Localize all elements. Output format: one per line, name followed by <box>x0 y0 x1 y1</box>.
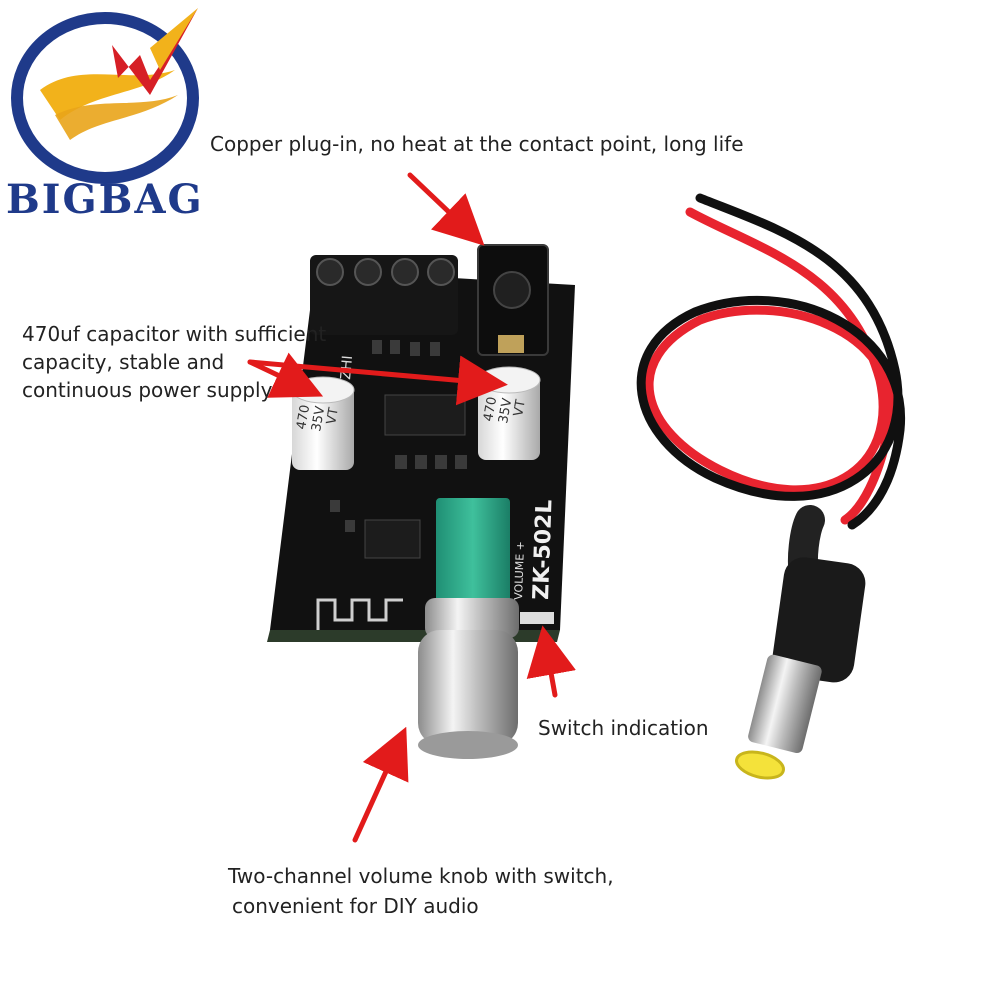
switch-indicator-led <box>520 612 554 624</box>
screw-terminal-block <box>310 255 458 335</box>
arrow-volume-knob <box>352 726 409 843</box>
arrow-capacitor-right <box>247 355 508 406</box>
brand-fragment: ZHI <box>338 355 356 381</box>
dc-socket <box>477 244 549 356</box>
logo-wordmark: BIGBAG <box>6 176 204 223</box>
caption-volume-knob-line-2: convenient for DIY audio <box>232 894 479 918</box>
antenna-trace <box>316 598 403 630</box>
caption-volume-knob-line-1: Two-channel volume knob with switch, <box>228 864 614 888</box>
amplifier-chip <box>384 394 466 436</box>
annotation-arrows <box>247 172 576 843</box>
dc-power-cable <box>636 193 906 780</box>
capacitor-left-value: 470 <box>294 404 313 431</box>
caption-copper-plug: Copper plug-in, no heat at the contact p… <box>210 132 744 156</box>
model-label: ZK-502L <box>529 499 557 600</box>
volume-label: VOLUME + <box>512 541 527 600</box>
potentiometer-body <box>436 498 510 603</box>
arrow-capacitor-left <box>247 352 324 398</box>
volume-knob <box>418 598 519 759</box>
capacitor-right-series: VT <box>511 398 529 417</box>
arrow-switch-indication <box>526 625 576 698</box>
bluetooth-chip <box>364 519 421 559</box>
capacitor-left-voltage: 35V <box>309 405 328 433</box>
smd-components <box>330 340 467 532</box>
caption-capacitor-line-3: continuous power supply <box>22 378 273 402</box>
capacitor-left-series: VT <box>324 406 342 425</box>
bigbag-logo <box>11 8 199 184</box>
caption-switch-indication: Switch indication <box>538 716 709 740</box>
arrow-copper-plug <box>407 172 485 246</box>
caption-capacitor-line-2: capacity, stable and <box>22 350 225 374</box>
caption-capacitor-line-1: 470uf capacitor with sufficient <box>22 322 327 346</box>
